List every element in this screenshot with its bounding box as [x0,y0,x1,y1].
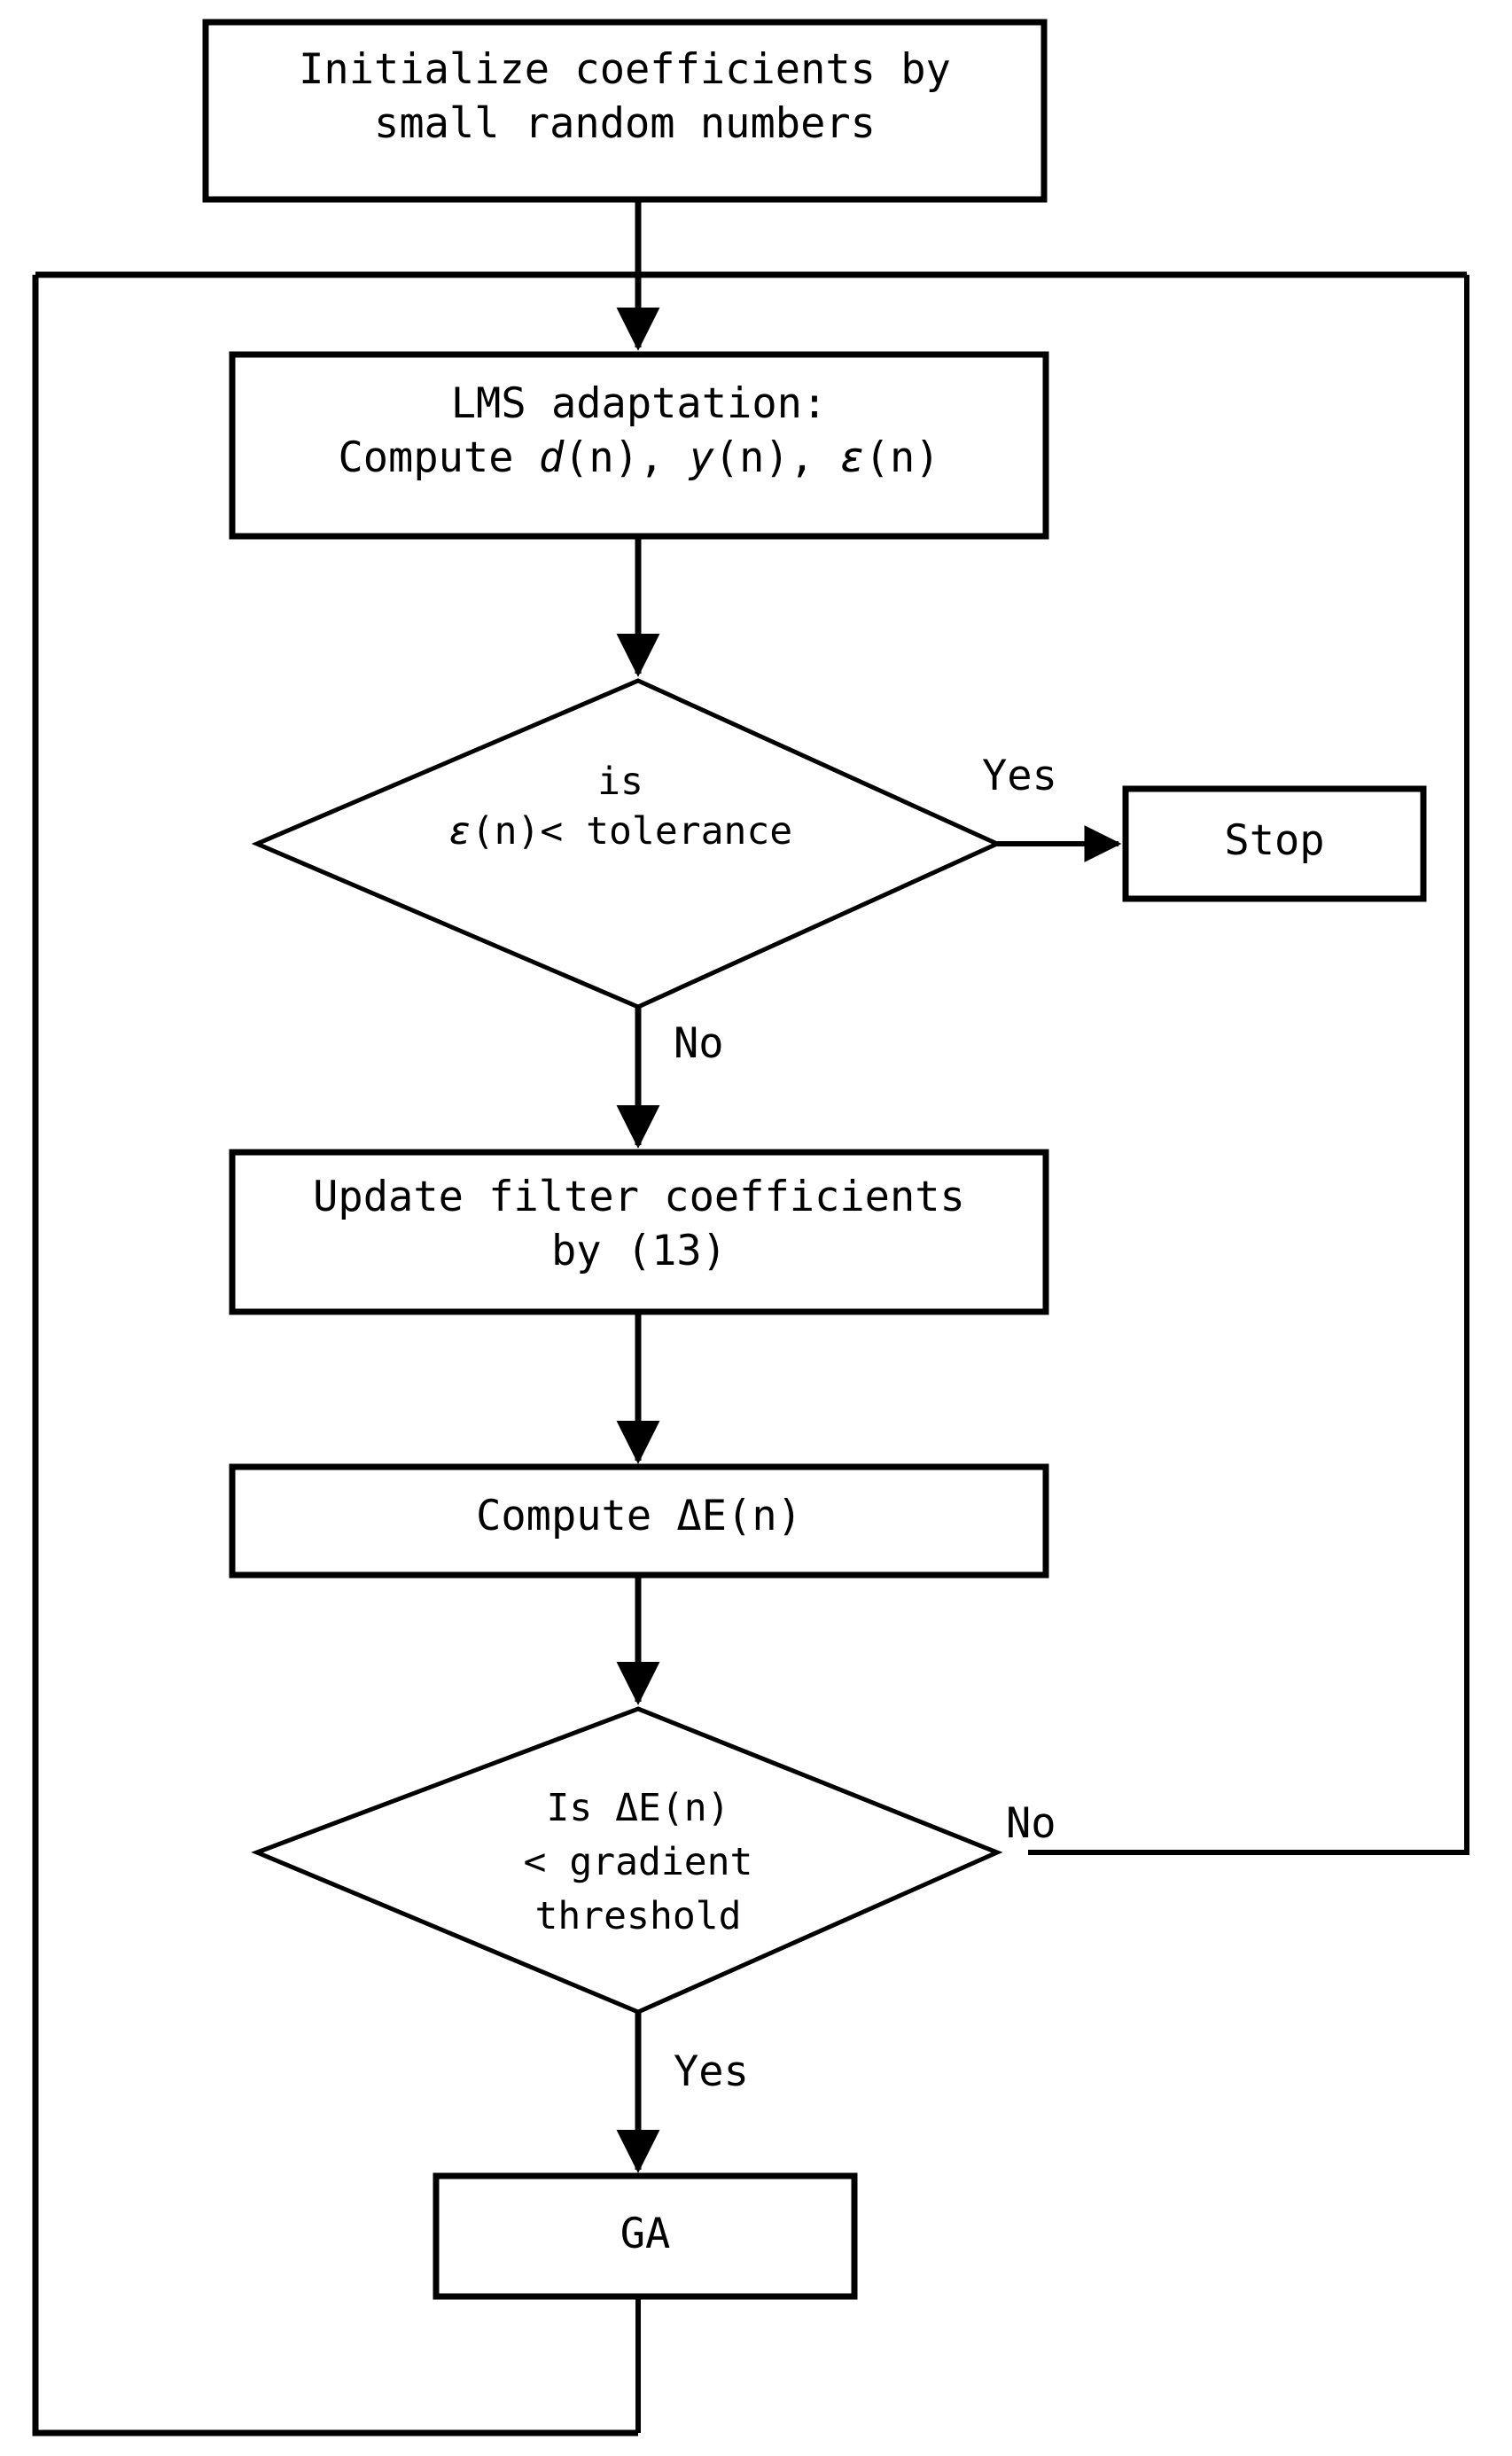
node-decision-tolerance [251,678,1003,1010]
node-initialize [202,19,1048,203]
edge-label-gradient-no: No [1006,1799,1056,1848]
edge-label-tolerance-no: No [674,1019,724,1068]
node-update-filter [229,1149,1049,1315]
edge-label-tolerance-yes: Yes [982,752,1057,800]
node-lms-adaptation [229,351,1049,540]
node-stop [1122,785,1427,902]
node-compute-delta-e [229,1463,1049,1579]
outer-loop-path [32,271,1469,2437]
edge-label-gradient-yes: Yes [674,2047,749,2096]
node-decision-gradient [251,1706,1003,2015]
node-ga [433,2172,858,2300]
